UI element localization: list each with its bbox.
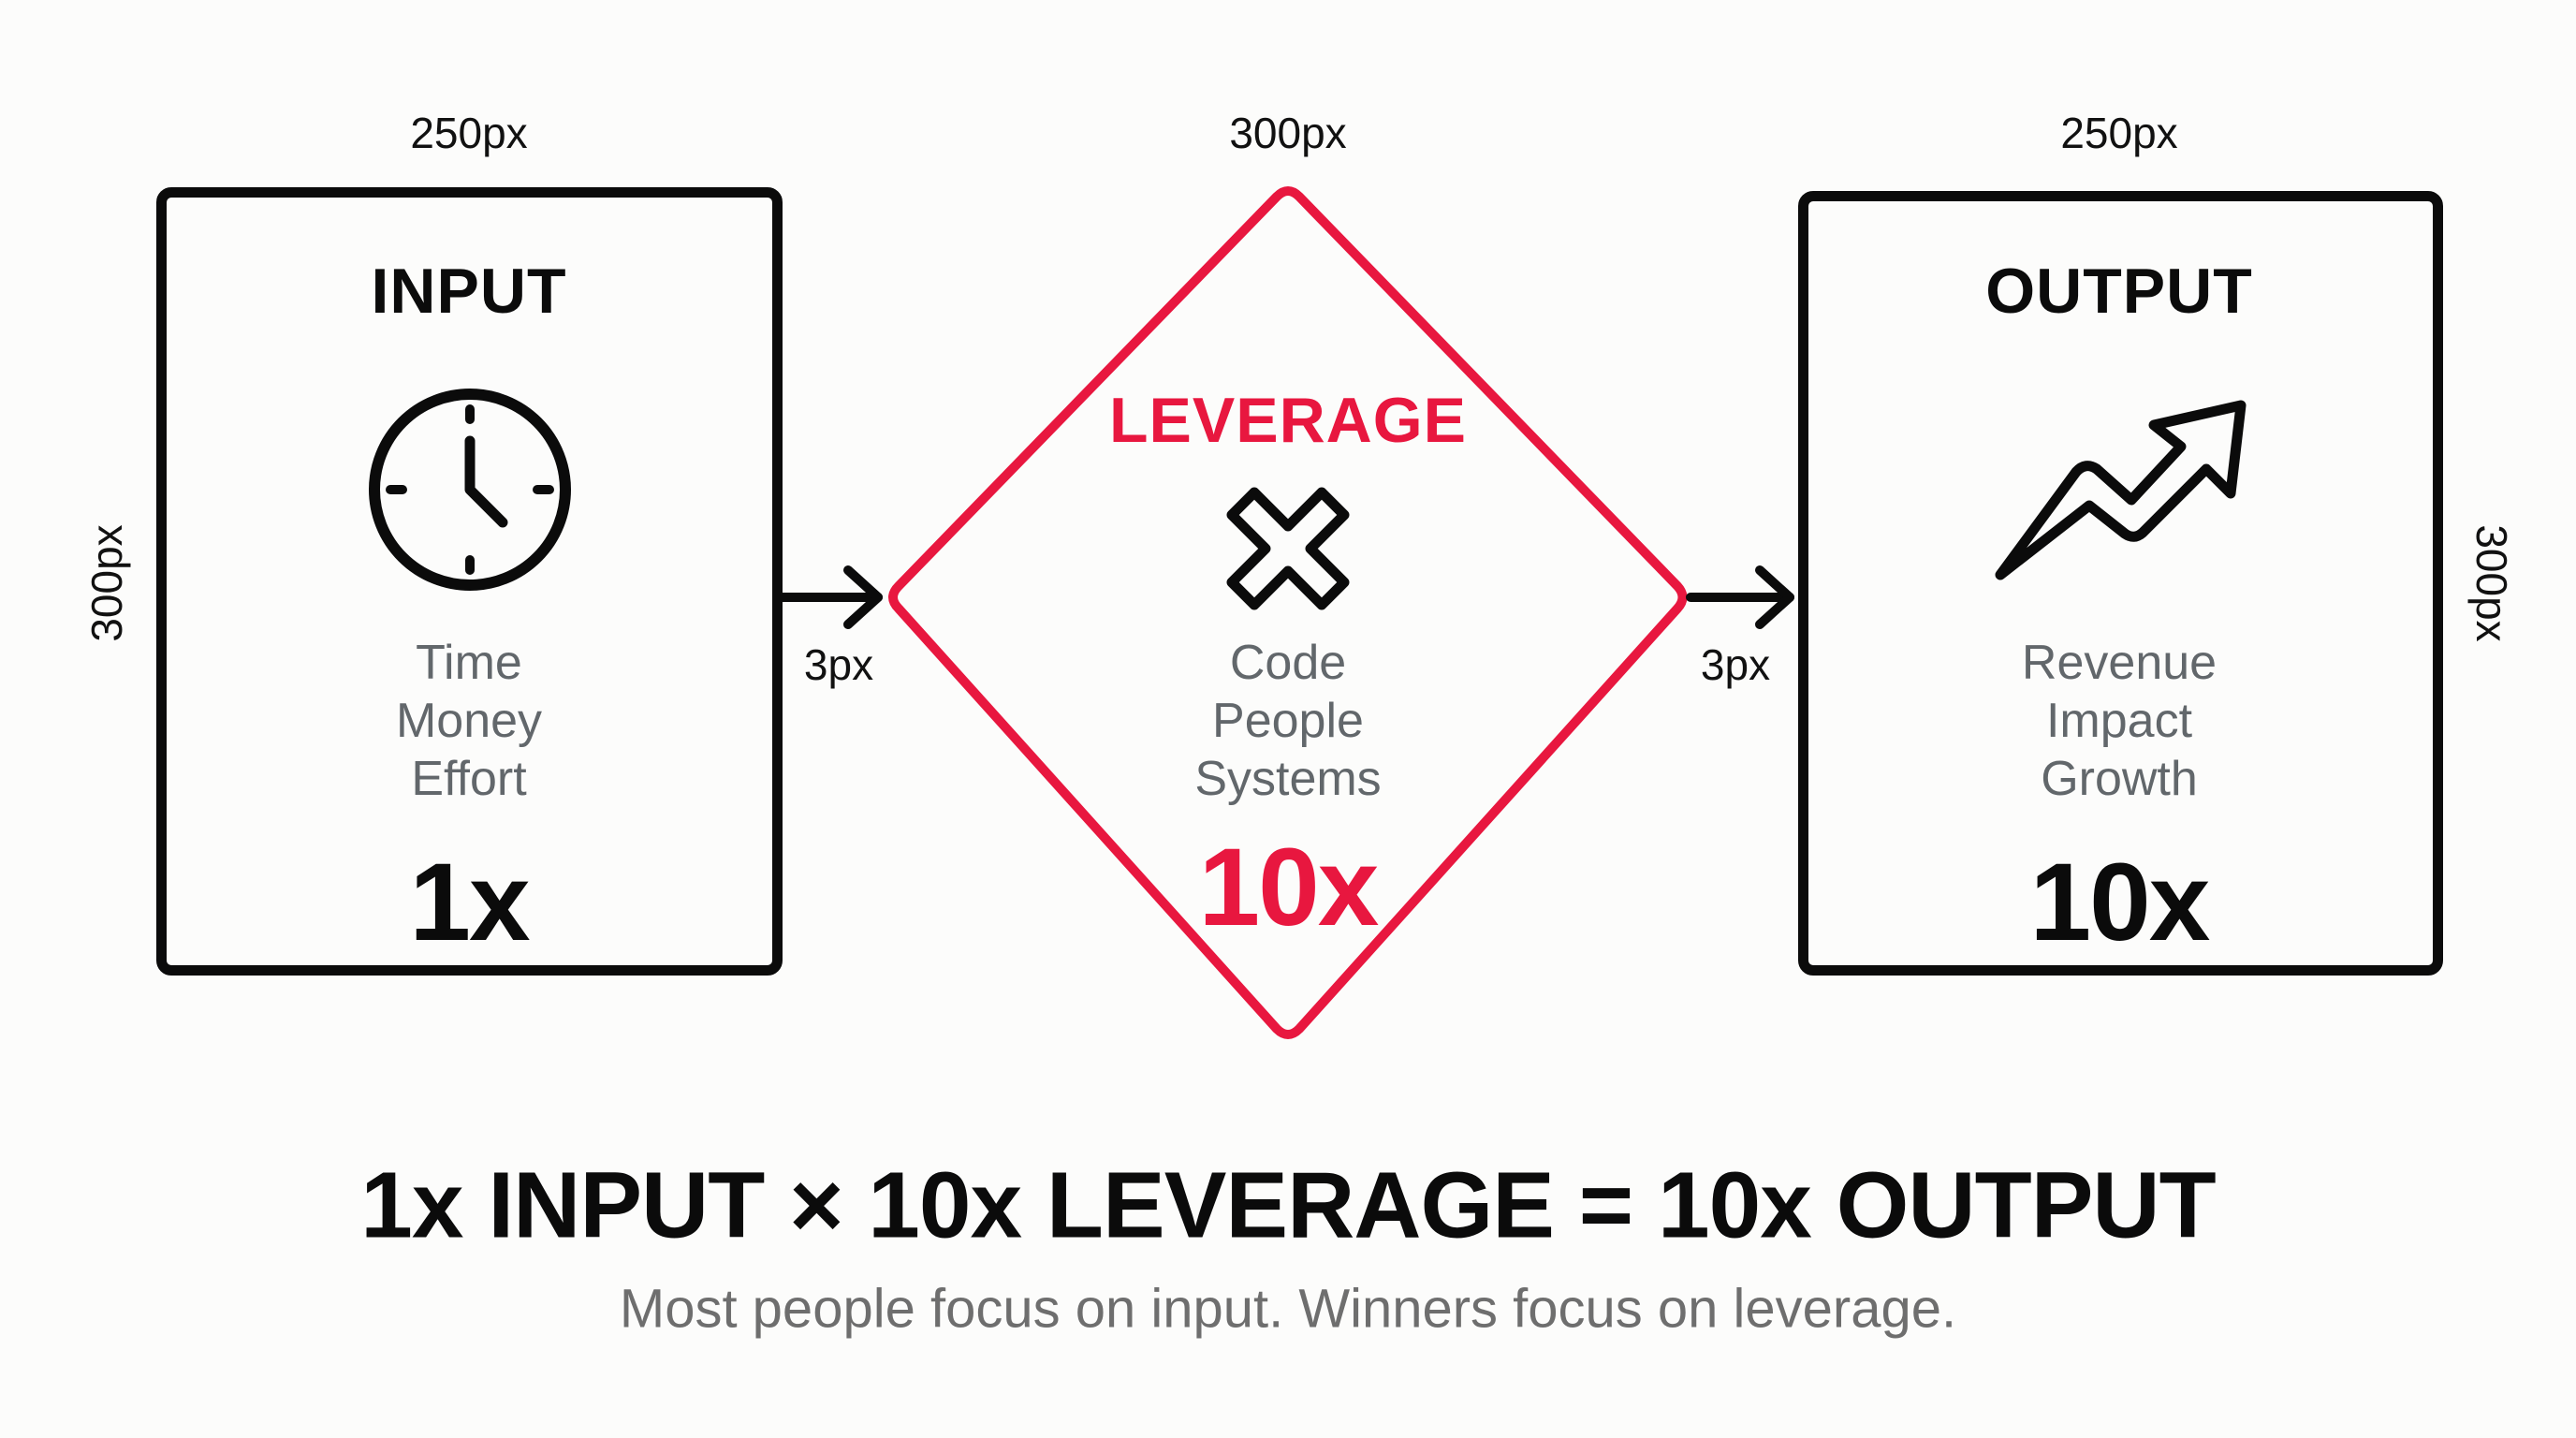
formula-heading: 1x INPUT × 10x LEVERAGE = 10x OUTPUT [360, 1152, 2216, 1258]
connector-left-label: 3px [803, 640, 874, 689]
leverage-title: LEVERAGE [1108, 385, 1468, 456]
leverage-item: Systems [1194, 752, 1382, 806]
output-width-label: 250px [2060, 109, 2178, 157]
input-item: Time [416, 636, 522, 690]
input-height-label: 300px [82, 524, 131, 642]
input-multiplier: 1x [409, 841, 530, 964]
output-title: OUTPUT [1985, 256, 2253, 327]
leverage-diamond [888, 186, 1688, 1039]
output-items: Revenue Impact Growth [2022, 634, 2217, 808]
multiply-icon [1226, 487, 1350, 610]
input-items: Time Money Effort [396, 634, 542, 808]
output-multiplier: 10x [2029, 841, 2211, 964]
connector-right-label: 3px [1700, 640, 1771, 689]
leverage-item: Code [1229, 636, 1347, 690]
input-box [156, 187, 783, 976]
input-item: Effort [411, 752, 527, 806]
input-item: Money [395, 694, 543, 748]
leverage-multiplier: 10x [1198, 826, 1380, 949]
output-box [1798, 191, 2443, 976]
arrow-right-icon [778, 565, 883, 629]
output-item: Impact [2045, 694, 2193, 748]
output-item: Revenue [2021, 636, 2217, 690]
output-item: Growth [2041, 752, 2198, 806]
leverage-item: People [1212, 694, 1364, 748]
input-width-label: 250px [410, 109, 528, 157]
clock-icon [369, 389, 571, 591]
input-title: INPUT [371, 256, 567, 327]
subtitle: Most people focus on input. Winners focu… [619, 1278, 1957, 1340]
leverage-width-label: 300px [1229, 109, 1347, 157]
trending-up-arrow-icon [1995, 400, 2247, 580]
arrow-right-icon [1686, 565, 1794, 629]
leverage-items: Code People Systems [1194, 634, 1381, 808]
output-height-label: 300px [2467, 524, 2516, 642]
